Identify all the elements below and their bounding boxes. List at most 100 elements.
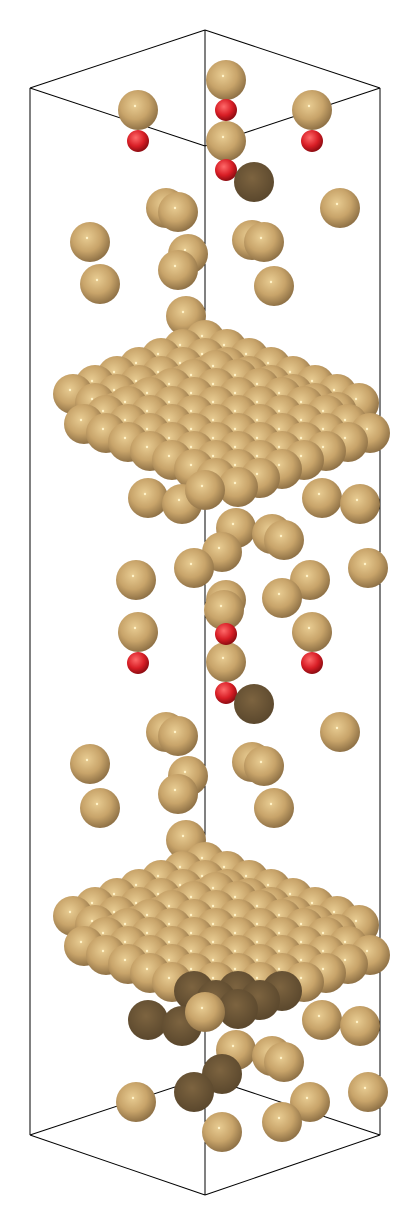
atom-highlight (255, 418, 259, 422)
atom-highlight (221, 74, 225, 78)
atom-highlight (189, 931, 193, 935)
atom-highlight (222, 865, 226, 869)
atom-highlight (233, 913, 237, 917)
atom-highlight (363, 562, 367, 566)
metal-atom (128, 478, 168, 518)
atom-highlight (145, 391, 149, 395)
atom-highlight (123, 940, 127, 944)
atom-highlight (85, 758, 89, 762)
atom-highlight (233, 373, 237, 377)
atom-highlight (85, 236, 89, 240)
metal-atom (128, 1000, 168, 1040)
atom-highlight (255, 472, 259, 476)
atom-highlight (181, 834, 185, 838)
metal-atom (206, 642, 246, 682)
atom-highlight (305, 1096, 309, 1100)
atom-highlight (167, 958, 171, 962)
atom-highlight (95, 802, 99, 806)
atom-highlight (189, 967, 193, 971)
atom-highlight (233, 949, 237, 953)
slab-atom (218, 467, 258, 507)
atom-highlight (145, 967, 149, 971)
atom-highlight (335, 726, 339, 730)
atom-highlight (181, 310, 185, 314)
atom-highlight (123, 958, 127, 962)
atom-highlight (211, 904, 215, 908)
atom-highlight (183, 248, 187, 252)
atoms-group (53, 60, 390, 1152)
atom-highlight (354, 397, 358, 401)
atom-highlight (167, 436, 171, 440)
atom-highlight (277, 463, 281, 467)
metal-atom (80, 788, 120, 828)
atom-highlight (277, 1116, 281, 1120)
atom-highlight (178, 883, 182, 887)
atom-highlight (79, 940, 83, 944)
atom-highlight (277, 949, 281, 953)
atom-highlight (189, 463, 193, 467)
atom-highlight (211, 958, 215, 962)
atom-highlight (219, 604, 223, 608)
metal-atom (118, 90, 158, 130)
metal-atom (244, 746, 284, 786)
atom-highlight (90, 901, 94, 905)
metal-atom (174, 1072, 214, 1112)
metal-atom (206, 121, 246, 161)
metal-atom (262, 578, 302, 618)
metal-atom (116, 560, 156, 600)
atom-highlight (321, 949, 325, 953)
atom-highlight (177, 498, 181, 502)
metal-atom (292, 612, 332, 652)
atom-highlight (343, 958, 347, 962)
atom-highlight (123, 400, 127, 404)
atom-highlight (277, 967, 281, 971)
atom-highlight (167, 940, 171, 944)
atom-highlight (167, 382, 171, 386)
atom-highlight (211, 976, 215, 980)
atom-highlight (332, 388, 336, 392)
atom-highlight (156, 370, 160, 374)
oxygen-atom (127, 652, 149, 674)
metal-atom (320, 188, 360, 228)
atom-highlight (178, 343, 182, 347)
atom-highlight (189, 445, 193, 449)
metal-atom (70, 744, 110, 784)
atom-highlight (211, 400, 215, 404)
atom-highlight (277, 445, 281, 449)
cell-edge-top-front-left (29, 87, 206, 147)
atom-highlight (101, 409, 105, 413)
atom-highlight (305, 574, 309, 578)
atom-highlight (143, 492, 147, 496)
metal-atom (254, 266, 294, 306)
atom-highlight (145, 949, 149, 953)
atom-highlight (299, 454, 303, 458)
atom-highlight (101, 949, 105, 953)
atom-highlight (255, 958, 259, 962)
atom-highlight (321, 931, 325, 935)
metal-atom (264, 1042, 304, 1082)
metal-atom (204, 590, 244, 630)
atom-highlight (211, 454, 215, 458)
metal-atom (80, 264, 120, 304)
atom-highlight (217, 1126, 221, 1130)
atom-highlight (112, 388, 116, 392)
atom-highlight (211, 940, 215, 944)
atom-highlight (200, 874, 204, 878)
atom-highlight (123, 418, 127, 422)
cell-edge-bottom-front-right (204, 1134, 381, 1196)
metal-atom (290, 1082, 330, 1122)
atom-highlight (173, 264, 177, 268)
atom-highlight (222, 343, 226, 347)
oxygen-atom (215, 159, 237, 181)
atom-highlight (233, 895, 237, 899)
atom-highlight (321, 409, 325, 413)
atom-highlight (189, 562, 193, 566)
atom-highlight (112, 370, 116, 374)
atom-highlight (335, 202, 339, 206)
atom-highlight (167, 976, 171, 980)
slab-atom (218, 989, 258, 1029)
atom-highlight (101, 931, 105, 935)
atom-highlight (134, 361, 138, 365)
atom-highlight (255, 940, 259, 944)
